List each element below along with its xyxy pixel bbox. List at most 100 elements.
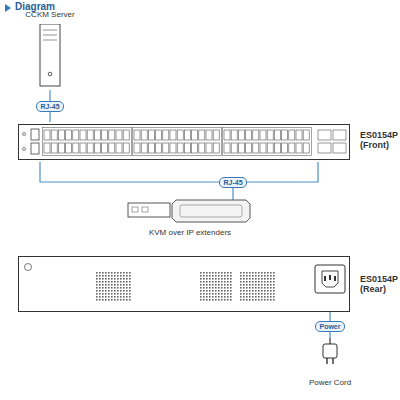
vent-hole bbox=[203, 278, 205, 280]
vent-hole bbox=[261, 293, 263, 295]
vent-hole bbox=[246, 290, 248, 292]
cable-label: RJ-45 bbox=[36, 101, 63, 112]
sfp-port bbox=[318, 130, 331, 140]
switch-front-node: ES0154P (Front) bbox=[18, 122, 398, 162]
vent-hole bbox=[209, 299, 211, 301]
rj45-port bbox=[102, 143, 108, 153]
rj45-port bbox=[274, 143, 280, 153]
vent-hole bbox=[206, 293, 208, 295]
rj45-port bbox=[296, 143, 302, 153]
vent-hole bbox=[111, 272, 113, 274]
vent-hole bbox=[212, 272, 214, 274]
rj45-port bbox=[184, 130, 190, 140]
rj45-port bbox=[224, 143, 230, 153]
rj45-port bbox=[253, 130, 259, 140]
vent-hole bbox=[203, 299, 205, 301]
rj45-port bbox=[44, 143, 50, 153]
vent-hole bbox=[240, 284, 242, 286]
vent-hole bbox=[117, 293, 119, 295]
vent-hole bbox=[267, 293, 269, 295]
vent-hole bbox=[230, 299, 232, 301]
rj45-port bbox=[94, 143, 100, 153]
vent-hole bbox=[252, 290, 254, 292]
vent-hole bbox=[108, 284, 110, 286]
vent-hole bbox=[126, 293, 128, 295]
vent-hole bbox=[96, 281, 98, 283]
vent-hole bbox=[212, 290, 214, 292]
vent-hole bbox=[120, 293, 122, 295]
vent-hole bbox=[264, 287, 266, 289]
extender-port bbox=[142, 207, 148, 212]
vent-hole bbox=[212, 275, 214, 277]
vent-hole bbox=[206, 284, 208, 286]
rj45-port bbox=[199, 143, 205, 153]
vent-hole bbox=[255, 299, 257, 301]
vent-hole bbox=[120, 290, 122, 292]
vent-hole bbox=[267, 275, 269, 277]
vent-hole bbox=[258, 287, 260, 289]
vent-hole bbox=[203, 281, 205, 283]
vent-hole bbox=[270, 281, 272, 283]
vent-hole bbox=[270, 278, 272, 280]
rj45-port bbox=[289, 130, 295, 140]
vent-hole bbox=[270, 275, 272, 277]
vent-hole bbox=[224, 293, 226, 295]
vent-hole bbox=[255, 284, 257, 286]
vent-hole bbox=[111, 287, 113, 289]
vent-hole bbox=[252, 281, 254, 283]
extender-unit bbox=[128, 203, 170, 217]
vent-hole bbox=[252, 284, 254, 286]
drive-bay bbox=[43, 35, 57, 36]
vent-hole bbox=[255, 272, 257, 274]
vent-hole bbox=[108, 296, 110, 298]
vent-hole bbox=[111, 296, 113, 298]
vent-hole bbox=[209, 275, 211, 277]
vent-hole bbox=[255, 275, 257, 277]
vent-hole bbox=[114, 281, 116, 283]
vent-hole bbox=[129, 272, 131, 274]
rj45-port bbox=[260, 143, 266, 153]
vent-hole bbox=[114, 290, 116, 292]
vent-hole bbox=[227, 299, 229, 301]
rj45-port bbox=[192, 143, 198, 153]
port-block bbox=[43, 128, 132, 156]
vent-hole bbox=[224, 272, 226, 274]
rj45-port bbox=[116, 130, 122, 140]
vent-hole bbox=[120, 299, 122, 301]
vent-hole bbox=[261, 278, 263, 280]
vent-hole bbox=[221, 272, 223, 274]
vent-hole bbox=[227, 278, 229, 280]
vent-hole bbox=[243, 281, 245, 283]
front-illustration bbox=[18, 124, 350, 160]
vent-hole bbox=[200, 299, 202, 301]
vent-hole bbox=[273, 275, 275, 277]
vent-hole bbox=[221, 287, 223, 289]
vent-hole bbox=[218, 278, 220, 280]
vent-hole bbox=[117, 278, 119, 280]
vent-hole bbox=[261, 296, 263, 298]
vent-hole bbox=[102, 281, 104, 283]
vent-hole bbox=[114, 278, 116, 280]
vent-hole bbox=[129, 287, 131, 289]
vent-hole bbox=[120, 296, 122, 298]
rj45-port bbox=[51, 143, 57, 153]
vent-hole bbox=[96, 299, 98, 301]
vent-hole bbox=[99, 272, 101, 274]
rj45-port bbox=[66, 143, 72, 153]
vent-hole bbox=[240, 272, 242, 274]
vent-hole bbox=[243, 296, 245, 298]
vent-hole bbox=[218, 287, 220, 289]
extender-unit bbox=[172, 200, 250, 222]
vent-hole bbox=[99, 278, 101, 280]
rj45-port bbox=[87, 143, 93, 153]
vent-hole bbox=[264, 272, 266, 274]
vent-hole bbox=[114, 287, 116, 289]
cord-illustration bbox=[296, 338, 364, 368]
vent-hole bbox=[108, 278, 110, 280]
rj45-port bbox=[134, 130, 140, 140]
console-port bbox=[31, 143, 39, 154]
vent-hole bbox=[203, 284, 205, 286]
vent-hole bbox=[221, 290, 223, 292]
vent-hole bbox=[99, 287, 101, 289]
vent-hole bbox=[120, 275, 122, 277]
